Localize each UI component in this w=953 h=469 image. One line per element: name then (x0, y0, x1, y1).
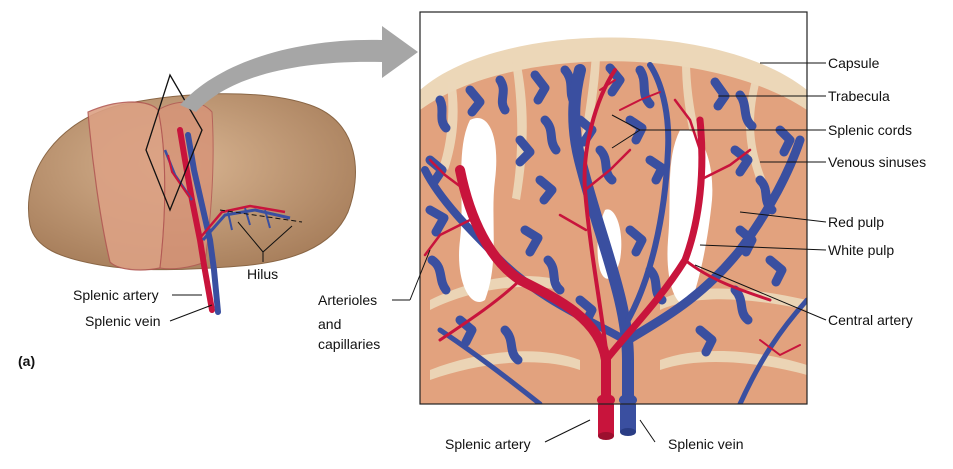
hilus-label: Hilus (247, 266, 279, 282)
vein-cross-section (619, 394, 637, 404)
venous-sinuses-label: Venous sinuses (828, 154, 927, 170)
detail-selection-frame (145, 73, 203, 212)
detail-splenic-artery-label: Splenic artery (445, 436, 531, 452)
left-splenic-vein-label: Splenic vein (85, 313, 161, 329)
capsule-label: Capsule (828, 55, 880, 71)
panel-label: (a) (18, 353, 36, 369)
arterioles-label-line1: Arterioles (318, 292, 378, 308)
trabecula-label: Trabecula (828, 88, 890, 104)
splenic-cords-label: Splenic cords (828, 122, 913, 138)
left-splenic-artery-label: Splenic artery (73, 287, 159, 303)
white-pulp-label: White pulp (828, 242, 895, 258)
left-vein-leader (169, 304, 213, 322)
spleen-organ (28, 93, 356, 271)
detail-frame (419, 11, 808, 405)
detail-splenic-vein-label: Splenic vein (668, 436, 744, 452)
leader-lines (392, 62, 827, 443)
zoom-arrow (180, 26, 418, 112)
splenic-vein-stub (620, 404, 636, 432)
arterioles-label-line3: capillaries (318, 336, 381, 352)
detail-illustration (420, 12, 807, 404)
hilus-bracket (219, 209, 303, 262)
splenic-artery-stub (598, 404, 614, 436)
artery-cross-section (597, 394, 615, 404)
arterioles-label-line2: and (318, 316, 342, 332)
red-pulp-label: Red pulp (828, 214, 885, 230)
central-artery-label: Central artery (828, 312, 913, 328)
arteries (423, 68, 801, 404)
